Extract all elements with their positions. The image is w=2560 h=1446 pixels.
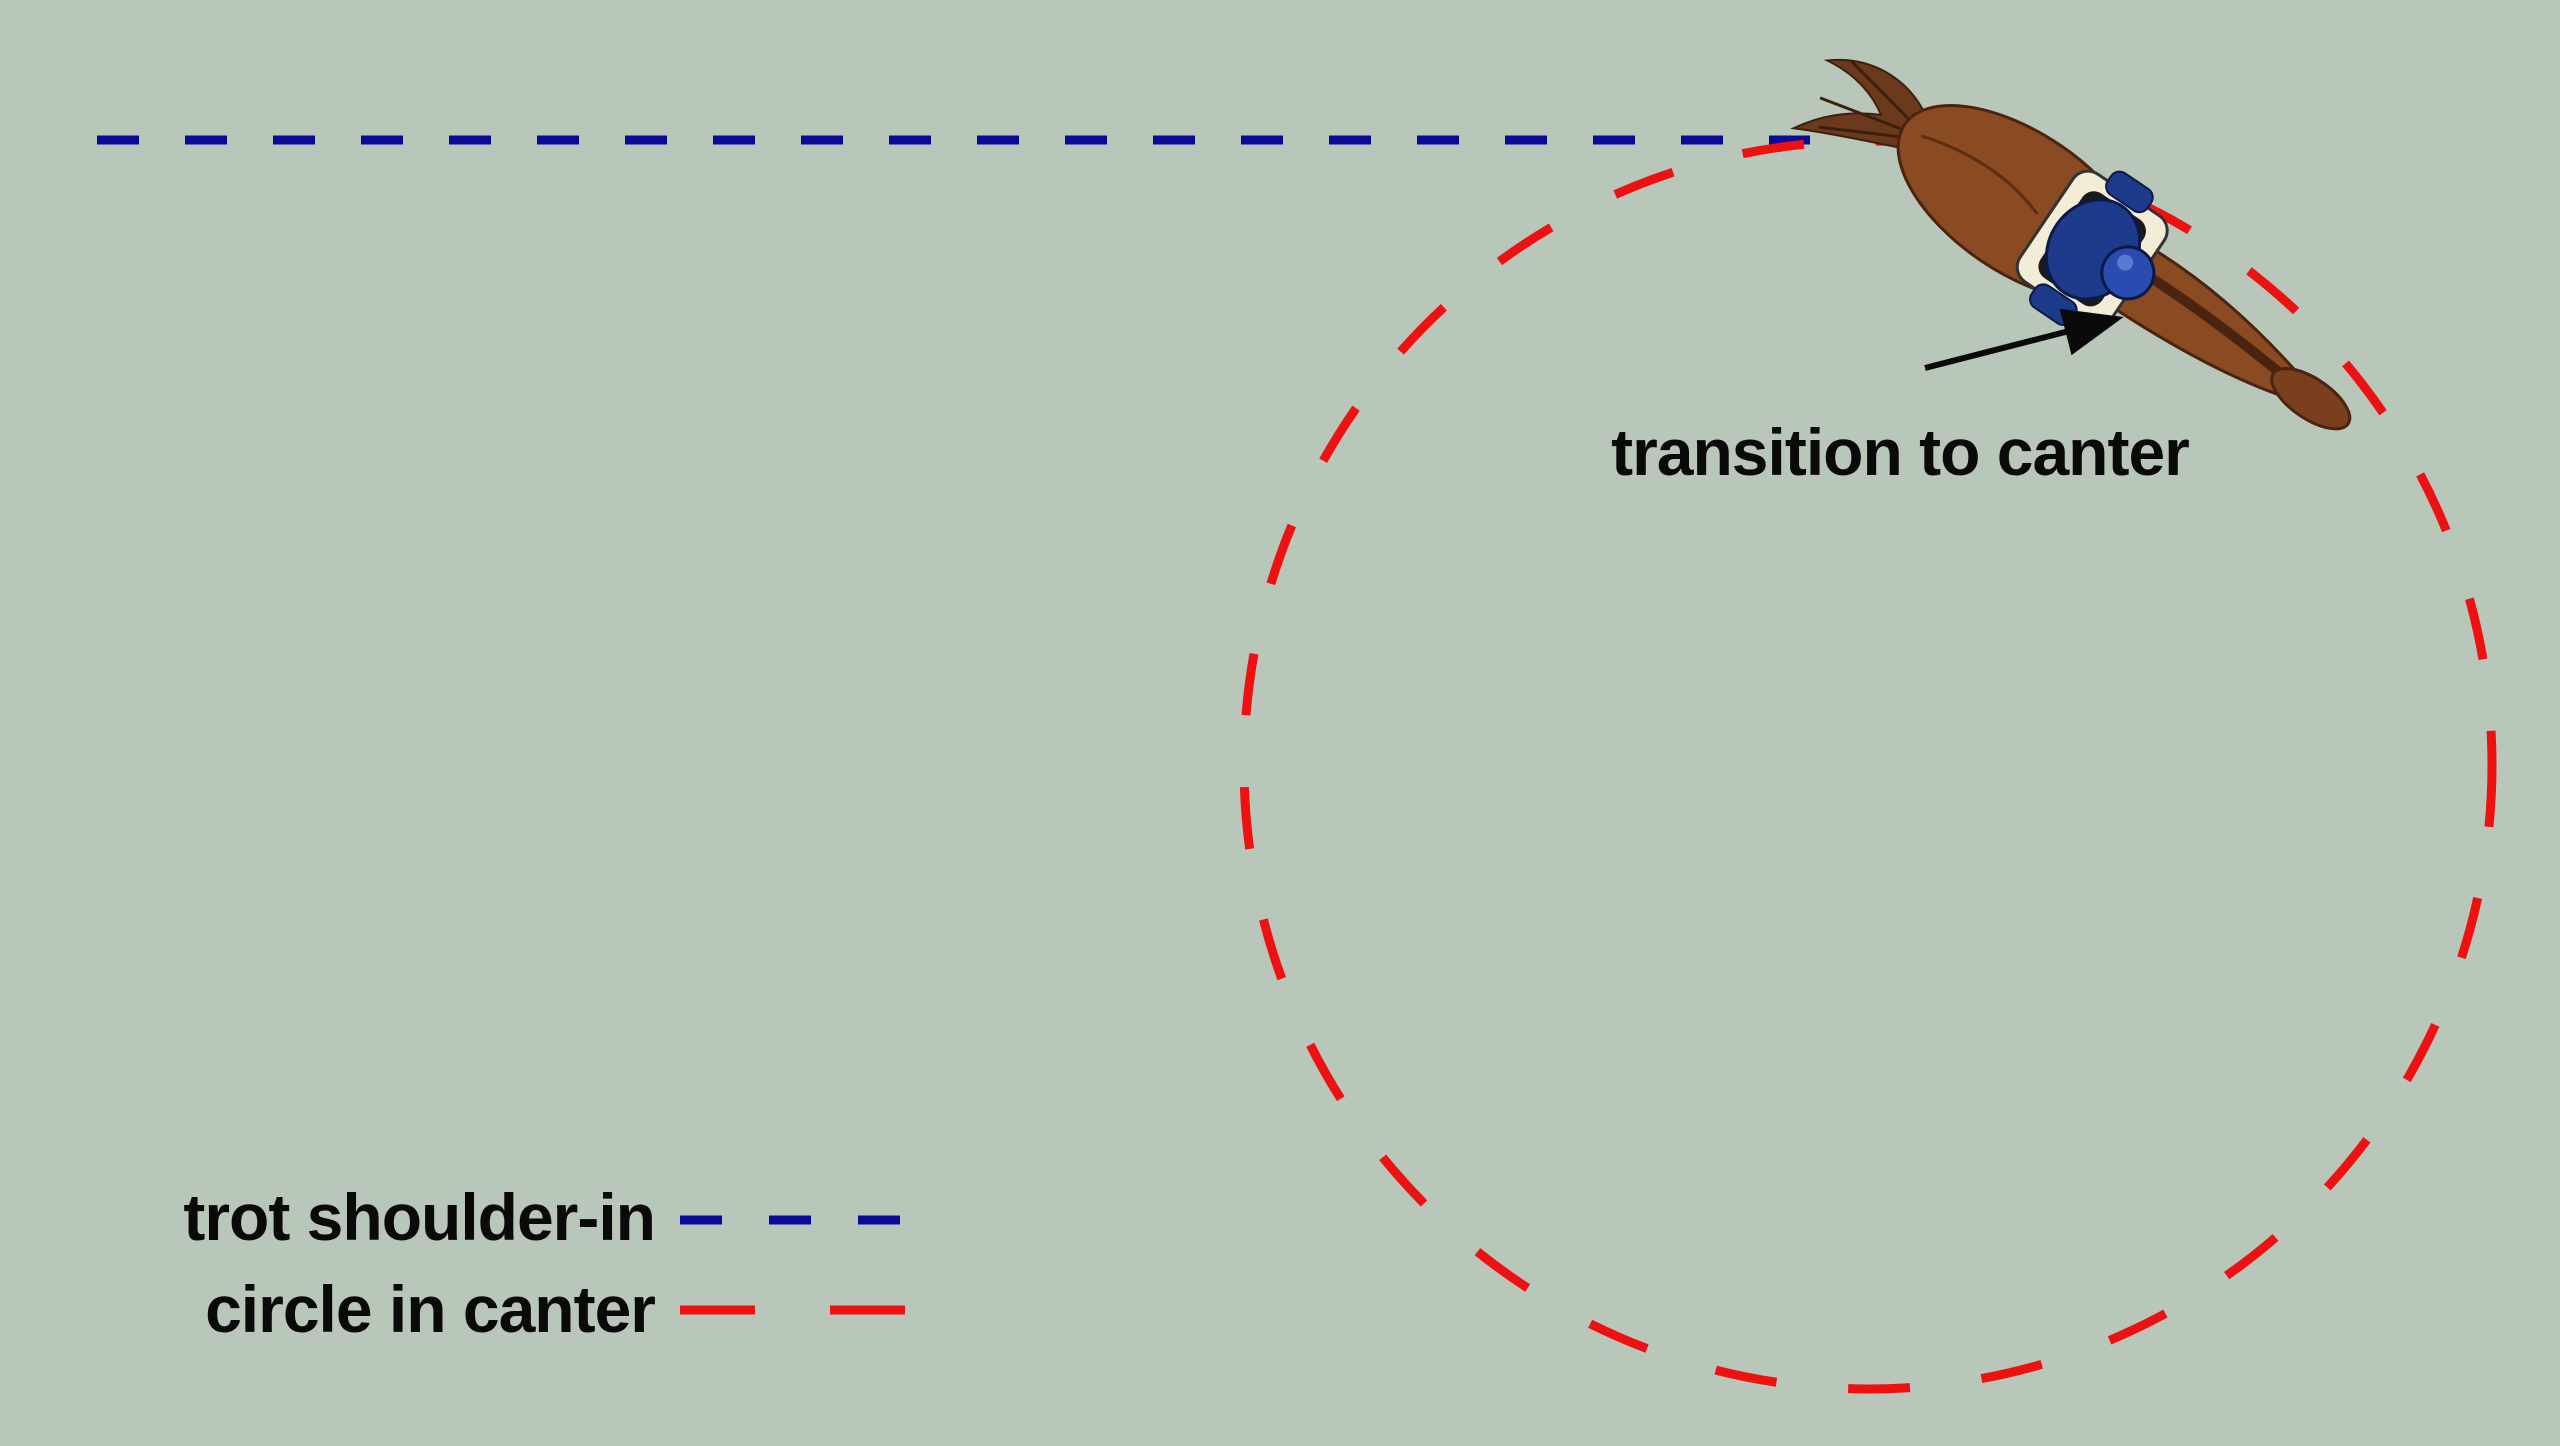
legend-label-trot: trot shoulder-in [183, 1180, 655, 1254]
canter-circle-path [1239, 136, 2497, 1394]
annotation-arrow [1924, 308, 2124, 371]
annotation-label: transition to canter [1611, 415, 2189, 489]
horse-and-rider-icon [1790, 58, 2352, 431]
legend: trot shoulder-in circle in canter [183, 1180, 905, 1346]
legend-label-canter: circle in canter [205, 1272, 655, 1346]
